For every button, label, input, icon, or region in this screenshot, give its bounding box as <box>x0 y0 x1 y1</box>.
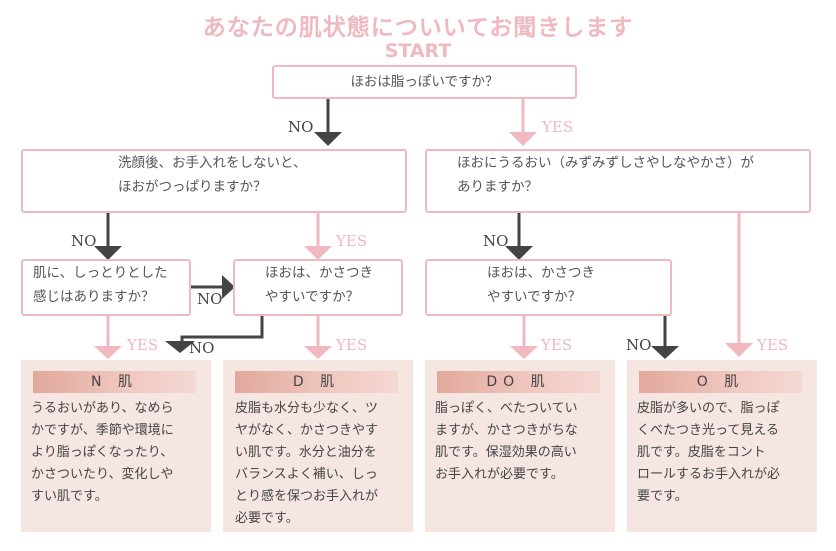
question-q4-line2: 感じはありますか？ <box>33 289 155 305</box>
question-q5-line1: ほおは、かさつき <box>265 265 373 281</box>
arrowhead-q1-yes <box>509 132 537 146</box>
label-q2-yes: YES <box>336 232 368 250</box>
question-q6-line1: ほおは、かさつき <box>487 265 595 281</box>
result-d-title: D 肌 <box>235 371 398 393</box>
result-n-text: うるおいがあり、なめら かですが、季節や環境に より脂っぽくなったり、 かさつい… <box>31 401 174 504</box>
label-q6-no: NO <box>626 336 652 354</box>
label-q5-yes: YES <box>336 336 368 354</box>
question-q5-line2: やすいですか？ <box>265 289 360 305</box>
question-q5-box: ほおは、かさつき やすいですか？ <box>233 259 403 316</box>
label-q6-yes: YES <box>541 336 573 354</box>
arrowhead-q2-no <box>94 246 122 260</box>
result-o-title: O 肌 <box>639 371 802 393</box>
arrow-q5-no <box>180 316 264 342</box>
arrowhead-q1-no <box>314 132 342 146</box>
question-q1-text: ほおは脂っぽいですか？ <box>350 74 499 90</box>
arrowhead-q3-yes <box>725 343 753 357</box>
arrowhead-q6-yes <box>510 346 538 359</box>
question-q4-line1: 肌に、しっとりとした <box>33 265 168 281</box>
page-title: あなたの肌状態についいてお聞きします <box>202 15 634 41</box>
result-do-box: DO 肌 脂っぽく、べたついてい ますが、かさつきがちな 肌です。保湿効果の高い… <box>425 360 615 532</box>
start-label: START <box>384 40 452 62</box>
arrowhead-q4-yes <box>94 346 122 359</box>
arrowhead-q5-no <box>165 341 195 353</box>
result-d-text: 皮脂も水分も少なく、ツ ヤがなく、かさつきやす い肌です。水分と油分を バランス… <box>235 401 379 526</box>
result-n-title: N 肌 <box>33 371 196 393</box>
label-q4-no: NO <box>197 290 223 308</box>
question-q6-box: ほおは、かさつき やすいですか？ <box>425 259 672 316</box>
question-q2-line2: ほおがつっぱりますか？ <box>118 179 267 195</box>
question-q4-box: 肌に、しっとりとした 感じはありますか？ <box>21 259 191 316</box>
question-q6-line2: やすいですか？ <box>487 289 582 305</box>
arrowhead-q3-no <box>505 246 533 260</box>
arrowhead-q4-no <box>222 275 235 299</box>
arrowhead-q5-yes <box>304 346 332 359</box>
label-q1-no: NO <box>288 118 314 136</box>
label-q3-no: NO <box>483 232 509 250</box>
arrowhead-q6-no <box>651 346 679 359</box>
question-q1-box: ほおは脂っぽいですか？ <box>272 65 577 99</box>
label-q5-no: NO <box>189 339 215 357</box>
label-q2-no: NO <box>71 232 97 250</box>
arrowhead-q2-yes <box>304 246 332 260</box>
question-q2-line1: 洗顔後、お手入れをしないと、 <box>118 155 307 171</box>
result-do-title: DO 肌 <box>437 371 600 393</box>
result-n-box: N 肌 うるおいがあり、なめら かですが、季節や環境に より脂っぽくなったり、 … <box>21 360 211 532</box>
question-q3-line1: ほおにうるおい（みずみずしさやしなやかさ）が <box>457 155 754 171</box>
label-q3-yes: YES <box>757 336 789 354</box>
label-q4-yes: YES <box>127 336 159 354</box>
result-o-text: 皮脂が多いので、脂っぽ くべたつき光って見える 肌です。皮脂をコント ロールする… <box>637 401 781 504</box>
question-q3-line2: ありますか？ <box>457 179 538 195</box>
result-d-box: D 肌 皮脂も水分も少なく、ツ ヤがなく、かさつきやす い肌です。水分と油分を … <box>223 360 413 532</box>
result-o-box: O 肌 皮脂が多いので、脂っぽ くべたつき光って見える 肌です。皮脂をコント ロ… <box>627 360 817 532</box>
result-do-text: 脂っぽく、べたついてい ますが、かさつきがちな 肌です。保湿効果の高い お手入れ… <box>435 401 578 482</box>
question-q2-box: 洗顔後、お手入れをしないと、 ほおがつっぱりますか？ <box>21 149 407 213</box>
label-q1-yes: YES <box>542 118 574 136</box>
question-q3-box: ほおにうるおい（みずみずしさやしなやかさ）が ありますか？ <box>425 149 811 213</box>
